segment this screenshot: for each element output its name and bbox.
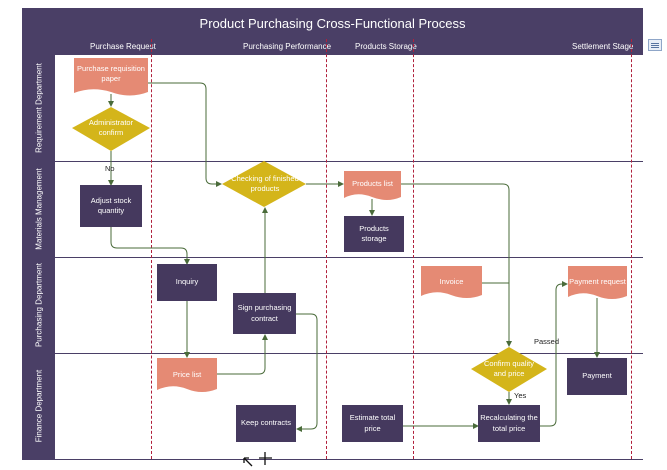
decision-shape — [72, 107, 150, 151]
phase-label-products-storage: Products Storage — [355, 42, 417, 51]
lane-divider — [22, 257, 643, 258]
lane-header-materials: Materials Management — [22, 161, 55, 257]
phase-divider — [631, 39, 632, 459]
phase-divider — [151, 39, 152, 459]
pointer-cursor — [243, 457, 253, 467]
node-products-list[interactable]: Products list — [352, 179, 393, 189]
edge-label-no: No — [105, 164, 115, 173]
phase-header-bar — [22, 39, 643, 55]
pointer-cursor — [259, 452, 272, 465]
lane-divider-bottom — [22, 459, 643, 460]
document-shape — [421, 266, 482, 298]
lane-header-finance: Finance Department — [22, 353, 55, 459]
node-sign-contract[interactable]: Sign purchasing contract — [233, 293, 296, 334]
document-shape — [157, 358, 217, 392]
node-estimate-price[interactable]: Estimate total price — [342, 405, 403, 442]
edge-label-yes: Yes — [514, 391, 527, 400]
node-confirm-quality[interactable]: Confirm quality and price — [483, 359, 535, 378]
lane-divider — [22, 353, 643, 354]
phase-divider — [326, 39, 327, 459]
phase-label-purchasing-performance: Purchasing Performance — [243, 42, 332, 51]
node-recalculating[interactable]: Recalculating the total price — [478, 405, 540, 442]
node-keep-contracts[interactable]: Keep contracts — [236, 405, 296, 442]
decision-shape — [222, 161, 306, 207]
node-adjust-stock[interactable]: Adjust stock quantity — [80, 185, 142, 227]
node-invoice[interactable]: Invoice — [439, 277, 464, 287]
document-shape — [74, 58, 148, 96]
document-shape — [568, 266, 627, 299]
node-administrator-confirm[interactable]: Administrator confirm — [88, 118, 134, 137]
panel-toggle-icon[interactable] — [648, 39, 662, 51]
diagram-title: Product Purchasing Cross-Functional Proc… — [22, 8, 643, 39]
node-price-list[interactable]: Price list — [172, 370, 202, 380]
node-checking-products[interactable]: Checking of finished products — [231, 174, 299, 193]
node-inquiry[interactable]: Inquiry — [157, 264, 217, 301]
lane-header-purchasing: Purchasing Department — [22, 257, 55, 353]
phase-divider — [413, 39, 414, 459]
decision-shape — [471, 347, 547, 392]
node-payment[interactable]: Payment — [567, 358, 627, 395]
node-products-storage[interactable]: Products storage — [344, 216, 404, 252]
node-payment-request[interactable]: Payment request — [569, 277, 626, 287]
lane-divider — [22, 161, 643, 162]
lane-header-requirement: Requirement Department — [22, 55, 55, 161]
phase-label-purchase-request: Purchase Request — [90, 42, 156, 51]
document-shape — [344, 171, 401, 200]
edge-label-passed: Passed — [534, 337, 560, 346]
phase-label-settlement-stage: Settlement Stage — [572, 42, 634, 51]
node-purchase-requisition[interactable]: Purchase requisition paper — [77, 64, 145, 83]
